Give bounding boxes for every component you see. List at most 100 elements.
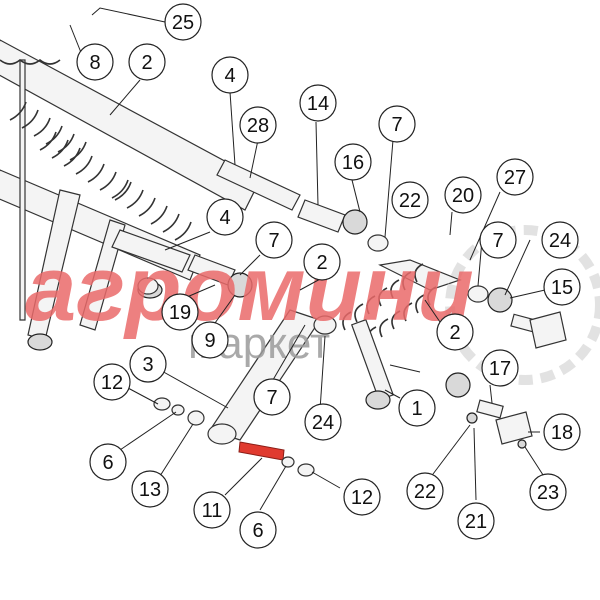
bushing-22 [367,234,389,252]
callout-16: 16 [334,143,372,181]
svg-text:17: 17 [489,358,511,380]
leader-27 [469,191,501,261]
leader-6b [259,465,287,511]
callout-25: 25 [164,3,202,41]
nut-22-lower [466,412,478,424]
svg-text:6: 6 [252,520,263,542]
spring-2 [9,101,87,161]
svg-text:19: 19 [169,302,191,324]
svg-text:18: 18 [551,422,573,444]
bracket-20 [378,259,462,291]
svg-text:24: 24 [549,230,571,252]
callout-3: 3 [129,345,167,383]
callouts: 25 8 2 4 14 28 7 16 22 20 27 4 7 2 7 24 … [76,3,581,549]
leader-7d [269,324,306,386]
callout-27: 27 [496,158,534,196]
lower-arm-assembly [137,277,337,477]
leader-22b [429,424,471,479]
leader-13 [159,423,194,477]
callout-14: 14 [299,84,337,122]
svg-text:16: 16 [342,152,364,174]
leader-23 [524,446,546,479]
callout-2: 2 [436,313,474,351]
plate-24-right [487,287,513,313]
leader-24a [504,239,531,296]
leader-24b [319,335,326,411]
bracket-plate-right [529,311,567,349]
leader-11 [224,457,263,496]
leader-16 [351,179,361,213]
shaft-28 [216,159,301,211]
callout-4: 4 [206,198,244,236]
flange-16 [342,209,368,235]
callout-22: 22 [391,181,429,219]
svg-text:13: 13 [139,479,161,501]
leader-4a [229,91,236,166]
leader-6a [119,411,177,451]
svg-text:1: 1 [411,398,422,420]
flange-9 [227,272,253,298]
svg-text:7: 7 [266,387,277,409]
leader-4b [164,231,211,251]
callout-13: 13 [131,470,169,508]
callout-8: 8 [76,43,114,81]
svg-text:4: 4 [224,65,235,87]
leader-14 [315,121,319,206]
svg-text:15: 15 [551,277,573,299]
svg-text:11: 11 [202,500,223,522]
brand-watermark: агромини маркет [25,225,600,385]
callout-1: 1 [398,389,436,427]
callout-9: 9 [191,321,229,359]
spring-3 [39,131,129,199]
svg-text:21: 21 [465,511,487,533]
upper-frame-tube [0,39,261,211]
callout-2: 2 [303,243,341,281]
spring-4 [114,181,192,241]
leader-12a [127,387,159,405]
svg-text:2: 2 [141,52,152,74]
svg-text:22: 22 [414,481,436,503]
svg-text:4: 4 [219,207,230,229]
leader-3 [159,369,229,409]
callout-17: 17 [481,349,519,387]
watermark-gear-icon [445,225,600,385]
callout-28: 28 [239,106,277,144]
leader-8 [69,24,83,56]
exploded-shafts [111,159,389,298]
bolt-rod [389,364,421,373]
arm-3 [209,309,321,441]
callout-18: 18 [543,413,581,451]
spring-1 [0,58,61,65]
washer-6-right [281,456,295,468]
bushing-24-center [313,315,337,335]
callout-20: 20 [444,176,482,214]
callout-12: 12 [343,478,381,516]
callout-2: 2 [128,43,166,81]
bolt-23 [517,439,527,449]
callout-12: 12 [93,363,131,401]
svg-text:27: 27 [504,167,526,189]
svg-text:24: 24 [312,412,334,434]
callout-7: 7 [479,221,517,259]
svg-text:9: 9 [204,330,215,352]
washer-plate-right [445,372,471,398]
watermark-brand: агромини [25,238,474,340]
nut-12-left [153,397,171,411]
frame-foot-left [27,333,53,351]
shaft-14 [297,199,346,233]
nut-12-right [297,463,315,477]
leader-21 [473,427,477,501]
svg-text:7: 7 [268,230,279,252]
svg-text:28: 28 [247,115,269,137]
frame-leg-left [19,59,26,321]
callout-6: 6 [239,511,277,549]
svg-text:25: 25 [172,12,194,34]
svg-text:12: 12 [101,372,123,394]
leader-7a [384,139,394,238]
arm-3-eye [207,423,237,445]
leader-28 [249,139,259,179]
svg-text:6: 6 [102,452,113,474]
leader-2b [424,299,441,323]
arm-1-foot [365,390,391,410]
